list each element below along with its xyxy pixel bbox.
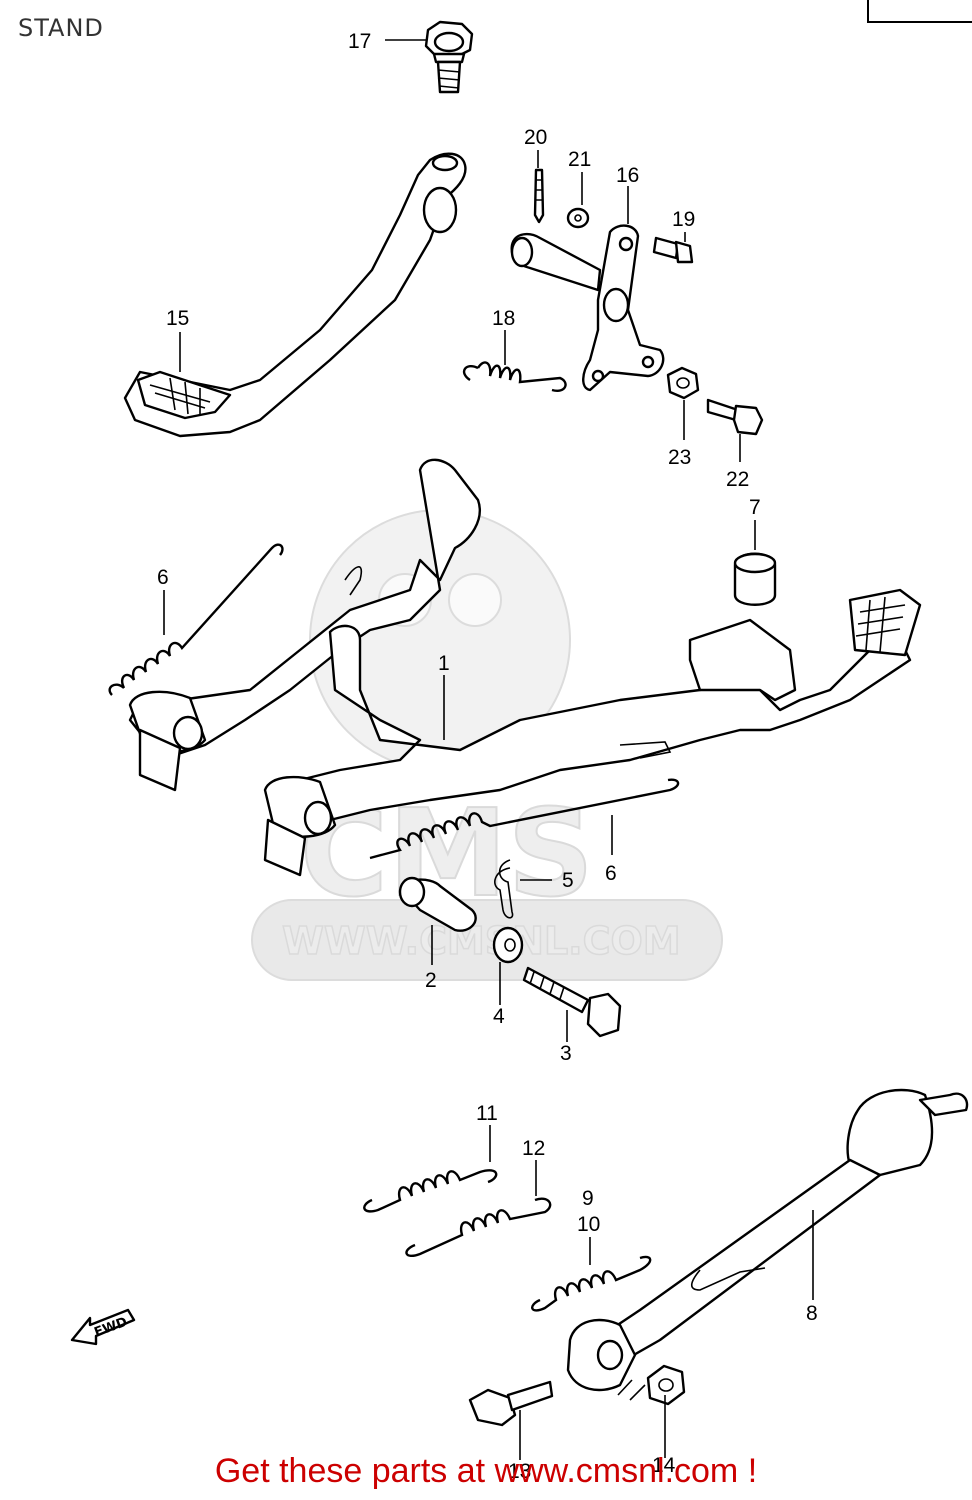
part-label-13: 13	[508, 1460, 531, 1483]
part-6-spring-right	[369, 778, 680, 860]
footer-shop-link[interactable]: Get these parts at www.cmsnl.com !	[214, 1452, 758, 1490]
part-label-18: 18	[492, 307, 515, 330]
part-label-17: 17	[348, 30, 371, 53]
part-label-2: 2	[425, 969, 437, 992]
leader-lines	[163, 39, 814, 1460]
part-17-flange-bolt	[424, 20, 474, 94]
part-label-15: 15	[166, 307, 189, 330]
part-9-10-spring	[531, 1255, 652, 1312]
part-label-9: 9	[582, 1187, 594, 1210]
part-number-labels: 17 20 21 16 19 15 18 23 22 7 6 1 6 5 2 4…	[157, 30, 818, 1483]
part-label-4: 4	[493, 1005, 505, 1028]
part-label-12: 12	[522, 1137, 545, 1160]
part-19-bolt	[652, 236, 694, 264]
part-23-nut	[666, 366, 700, 400]
part-18-spring	[462, 361, 567, 392]
part-label-7: 7	[749, 496, 761, 519]
part-label-20: 20	[524, 126, 547, 149]
part-7-stopper	[733, 552, 777, 606]
part-label-6a: 6	[157, 566, 169, 589]
part-15-brake-pedal	[123, 152, 467, 438]
watermark-mascot-eye	[448, 573, 502, 627]
part-label-8: 8	[806, 1302, 818, 1325]
watermark-url: WWW.CMSNL.COM	[282, 919, 681, 963]
part-16-bracket	[510, 224, 665, 392]
part-11-spring	[363, 1169, 498, 1213]
watermark-url-banner	[251, 899, 723, 981]
part-3-bolt	[522, 966, 622, 1038]
part-1-center-stand	[128, 458, 922, 877]
part-label-11: 11	[476, 1102, 498, 1125]
part-label-3: 3	[560, 1042, 572, 1065]
part-2-collar	[398, 876, 477, 932]
part-label-14: 14	[652, 1454, 676, 1477]
part-6-spring-left	[108, 543, 284, 696]
part-label-21: 21	[568, 148, 591, 171]
part-4-washer	[492, 926, 524, 964]
frame-corner	[867, 0, 972, 23]
part-label-1: 1	[438, 652, 450, 675]
part-8-side-stand	[566, 1088, 969, 1401]
part-label-10: 10	[577, 1213, 600, 1236]
part-label-22: 22	[726, 468, 749, 491]
part-21-washer	[566, 207, 590, 229]
part-label-16: 16	[616, 164, 639, 187]
part-12-spring	[405, 1197, 552, 1258]
part-label-6b: 6	[605, 862, 617, 885]
part-20-pin	[533, 168, 545, 224]
part-14-nut	[646, 1364, 686, 1406]
part-5-clip	[494, 859, 514, 919]
page-title: STAND	[18, 14, 104, 42]
part-label-5: 5	[562, 869, 574, 892]
part-13-bolt	[468, 1380, 554, 1427]
part-label-19: 19	[672, 208, 695, 231]
part-22-bolt	[706, 398, 764, 436]
fwd-direction-arrow: FWD	[70, 1308, 136, 1346]
part-label-23: 23	[668, 446, 691, 469]
